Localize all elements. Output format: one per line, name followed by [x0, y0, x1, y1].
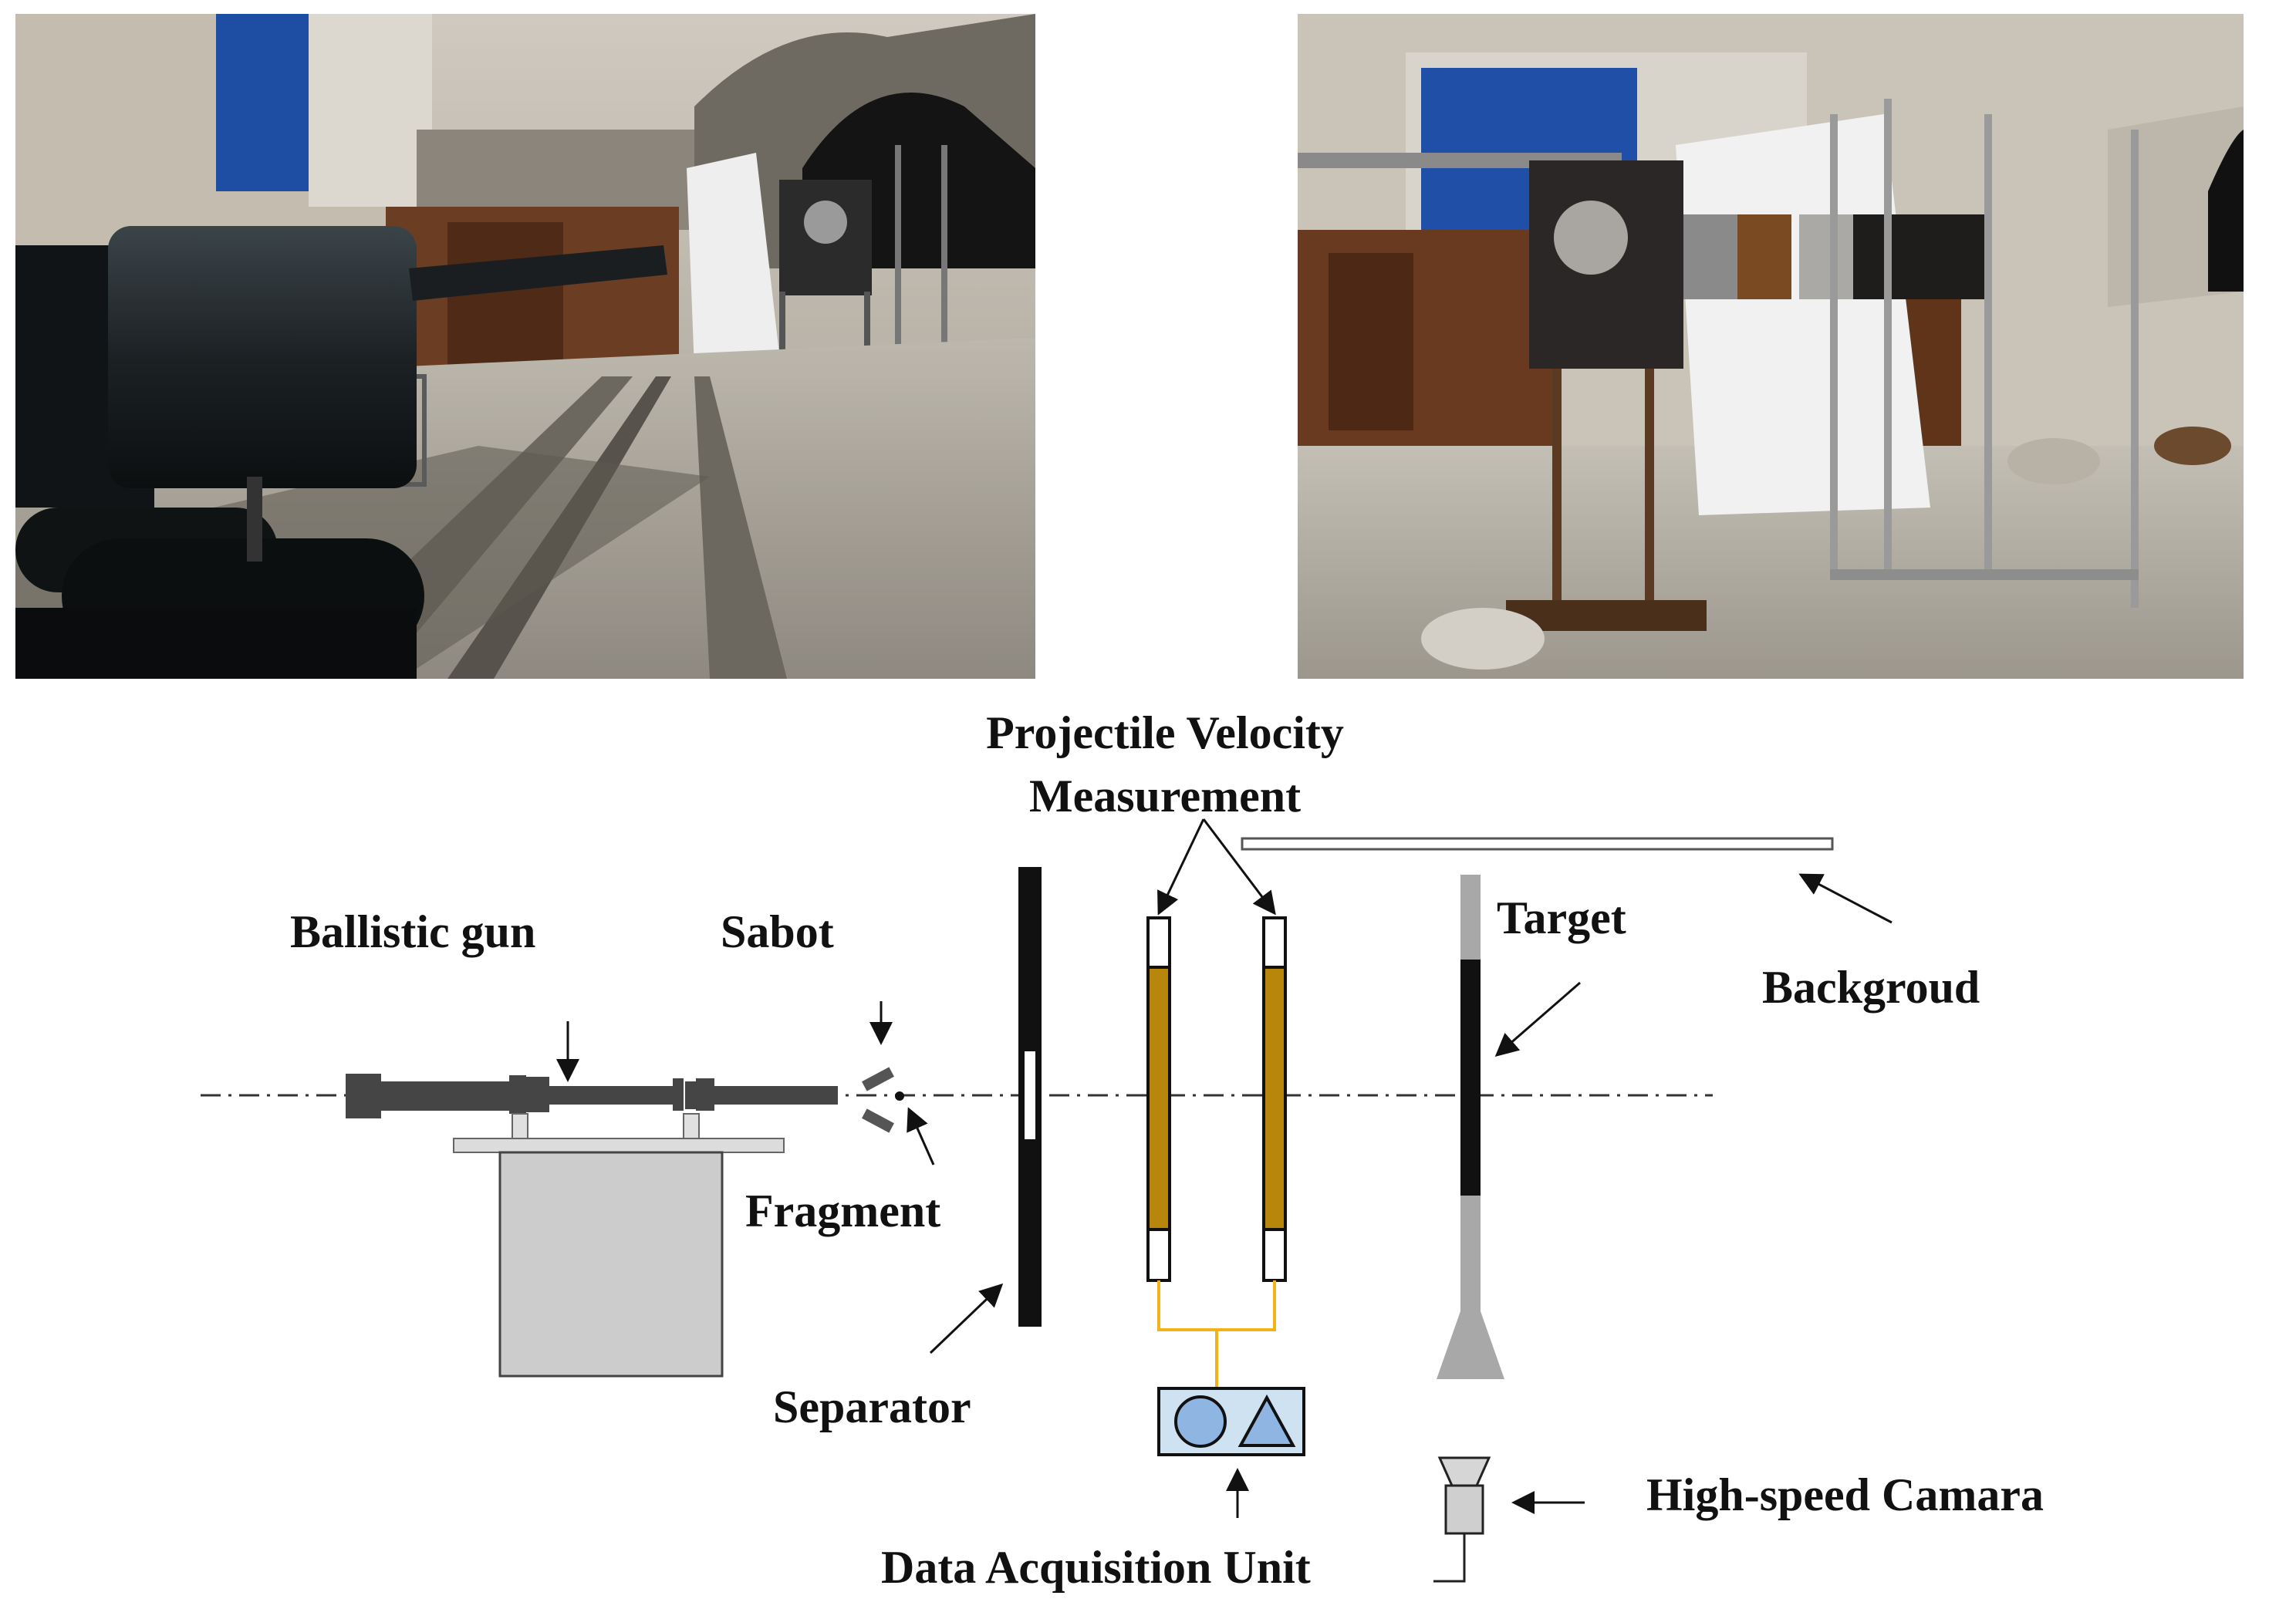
annotation-arrows [556, 818, 1893, 1518]
ballistic-gun [346, 1074, 838, 1378]
target-label: Target [1497, 892, 1626, 943]
ballistic-gun-label: Ballistic gun [290, 906, 535, 957]
sabot-label: Sabot [721, 906, 834, 957]
experimental-setup-schematic: Projectile Velocity Measurement Ballisti… [201, 707, 2044, 1593]
projectile-velocity-label-line2: Measurement [1029, 771, 1301, 821]
data-acquisition-unit [1157, 1387, 1305, 1456]
velocity-sensor-right [1262, 916, 1287, 1282]
target-stand [1437, 875, 1504, 1379]
projectile-velocity-label-line1: Projectile Velocity [986, 707, 1344, 758]
photo-target-setup [1298, 14, 2244, 679]
background-label: Backgroud [1762, 962, 1980, 1013]
background-panel [1241, 837, 1834, 851]
photo-right-illustration [1298, 14, 2244, 679]
fragment-label: Fragment [745, 1186, 940, 1236]
velocity-sensor-left [1146, 916, 1171, 1282]
high-speed-camera-label: High-speed Camara [1646, 1469, 2044, 1520]
photo-ballistic-gun-setup [15, 14, 1035, 679]
sensor-wires [1157, 1280, 1276, 1388]
high-speed-camera [1433, 1456, 1491, 1583]
fragment-dot [895, 1091, 904, 1101]
sabot-pieces [862, 1067, 894, 1133]
data-acquisition-unit-label: Data Acquisition Unit [881, 1542, 1311, 1593]
separator-plate [1018, 867, 1042, 1327]
separator-label: Separator [773, 1381, 971, 1432]
photo-left-illustration [15, 14, 1035, 679]
